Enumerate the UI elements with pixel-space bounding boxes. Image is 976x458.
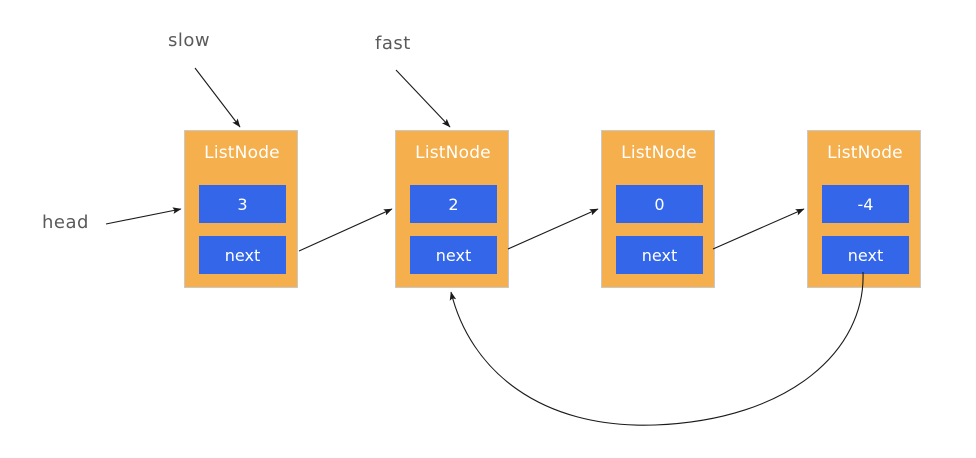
list-node-2-title: ListNode (415, 143, 491, 163)
arrow-node-2-to-node-3 (507, 208, 599, 250)
arrow-slow-to-node-1 (194, 67, 241, 128)
arrow-head-to-node-1 (105, 207, 182, 225)
list-node-2-value: 2 (410, 185, 497, 223)
list-node-3-next: next (616, 236, 703, 274)
arrow-node-4-to-node-2-cycle (449, 271, 864, 426)
list-node-3-value: 0 (616, 185, 703, 223)
list-node-4-title: ListNode (827, 143, 903, 163)
list-node-1-next: next (199, 236, 286, 274)
list-node-1-title: ListNode (204, 143, 280, 163)
list-node-4-value: -4 (822, 185, 909, 223)
list-node-1-value: 3 (199, 185, 286, 223)
arrow-node-3-to-node-4 (712, 208, 805, 250)
list-node-2: ListNode 2 next (395, 130, 509, 288)
list-node-4-next: next (822, 236, 909, 274)
pointer-label-slow: slow (168, 30, 211, 51)
pointer-label-head: head (42, 212, 89, 233)
arrow-fast-to-node-2 (395, 69, 451, 128)
list-node-3: ListNode 0 next (601, 130, 715, 288)
list-node-1: ListNode 3 next (184, 130, 298, 288)
list-node-4: ListNode -4 next (807, 130, 921, 288)
pointer-label-fast: fast (375, 33, 411, 54)
list-node-2-next: next (410, 236, 497, 274)
arrow-node-1-to-node-2 (298, 208, 393, 252)
list-node-3-title: ListNode (621, 143, 697, 163)
